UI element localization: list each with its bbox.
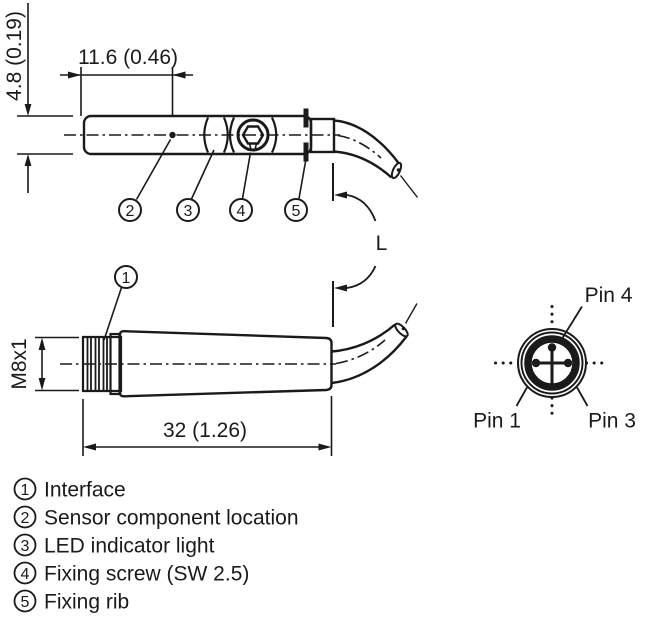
screw-slot-marks bbox=[248, 143, 258, 150]
callout-3-num: 3 bbox=[184, 203, 193, 220]
length-dim-label: 32 (1.26) bbox=[163, 419, 247, 442]
led-ring-arcs bbox=[203, 117, 229, 153]
arrowhead-32-right bbox=[318, 443, 332, 451]
pin-3-label: Pin 3 bbox=[588, 410, 636, 433]
arrowhead-upper-l bbox=[334, 191, 347, 199]
pin-4-label: Pin 4 bbox=[585, 284, 633, 307]
dim-length: 32 (1.26) bbox=[82, 396, 333, 456]
legend-num-1: 1 bbox=[21, 482, 30, 499]
legend-item-4: 4 Fixing screw (SW 2.5) bbox=[13, 561, 249, 586]
legend: 1 Interface 2 Sensor component location … bbox=[13, 477, 299, 614]
pin-4-dot bbox=[547, 343, 557, 352]
cable-break-leader-bottom bbox=[404, 303, 418, 324]
callout-3: 3 bbox=[176, 198, 200, 222]
cable-break-leader-top bbox=[399, 175, 419, 198]
cable-centerline-bottom bbox=[335, 339, 386, 365]
legend-label-3: LED indicator light bbox=[44, 535, 215, 558]
callout-1-leader bbox=[103, 287, 123, 341]
thread-dim-label: M8x1 bbox=[8, 338, 31, 389]
arrowhead-left bbox=[172, 71, 186, 79]
legend-item-2: 2 Sensor component location bbox=[13, 505, 299, 530]
cable-top-view bbox=[333, 119, 400, 179]
arrowhead-up bbox=[24, 154, 32, 166]
cable-centerline-top bbox=[337, 134, 382, 159]
arrowhead-lower-l bbox=[334, 284, 347, 292]
callout-4-num: 4 bbox=[237, 203, 246, 220]
sensor-element-dot bbox=[169, 131, 176, 139]
arrowhead-32-left bbox=[83, 443, 96, 451]
pin-1-label: Pin 1 bbox=[473, 410, 521, 433]
arrowhead-right bbox=[68, 71, 81, 79]
callout-2-num: 2 bbox=[126, 203, 135, 220]
callout-leaders-top bbox=[135, 139, 308, 200]
dim-height: 4.8 (0.19) bbox=[3, 3, 73, 193]
fixing-screw-hex bbox=[241, 125, 265, 145]
dim-height-label: 4.8 (0.19) bbox=[3, 11, 26, 101]
callout-1-num: 1 bbox=[122, 270, 131, 287]
pinout-middle-circle bbox=[520, 331, 584, 395]
pinout-diagram: Pin 4 Pin 1 Pin 3 bbox=[473, 284, 636, 433]
cable-cut-end-bottom bbox=[394, 322, 409, 338]
screw-band-arcs bbox=[228, 117, 278, 153]
callout-1: 1 bbox=[114, 265, 138, 289]
callout-5-num: 5 bbox=[292, 203, 301, 220]
callout-5: 5 bbox=[284, 198, 308, 222]
arrowhead-m8-up bbox=[38, 337, 46, 350]
arrowhead-down bbox=[24, 104, 32, 116]
cable-cut-end-top bbox=[390, 161, 403, 180]
legend-num-4: 4 bbox=[21, 566, 30, 583]
bottom-view: 1 M8x1 32 (1.26) bbox=[8, 265, 418, 456]
pin-3-dot bbox=[563, 358, 573, 368]
legend-num-2: 2 bbox=[21, 510, 30, 527]
cable-length-dim: L bbox=[332, 163, 388, 327]
cable-bottom-view bbox=[331, 323, 408, 385]
legend-item-1: 1 Interface bbox=[13, 477, 126, 502]
legend-item-5: 5 Fixing rib bbox=[13, 589, 129, 614]
legend-label-5: Fixing rib bbox=[44, 591, 129, 614]
dim-width-label: 11.6 (0.46) bbox=[78, 46, 178, 69]
cable-length-label: L bbox=[376, 232, 388, 255]
cable-wire-dot-top bbox=[396, 168, 401, 172]
pinout-thick-ring bbox=[524, 335, 580, 391]
legend-label-4: Fixing screw (SW 2.5) bbox=[44, 563, 249, 586]
fixing-screw-circle bbox=[236, 118, 270, 152]
cable-boot-top-view bbox=[309, 117, 336, 154]
arrowhead-m8-down bbox=[38, 378, 46, 391]
dim-thread: M8x1 bbox=[8, 336, 79, 392]
legend-label-2: Sensor component location bbox=[44, 507, 299, 530]
pinout-cross bbox=[536, 347, 568, 385]
callout-2: 2 bbox=[118, 198, 142, 222]
connector-grip bbox=[118, 329, 333, 398]
legend-num-5: 5 bbox=[21, 594, 30, 611]
legend-item-3: 3 LED indicator light bbox=[13, 533, 215, 558]
legend-label-1: Interface bbox=[44, 479, 126, 502]
pin-label-leaders bbox=[515, 306, 589, 407]
legend-num-3: 3 bbox=[21, 538, 30, 555]
cable-wire-dot-bottom bbox=[401, 326, 406, 331]
dim-width: 11.6 (0.46) bbox=[60, 46, 193, 116]
pin-1-dot bbox=[531, 358, 541, 368]
top-view: 4.8 (0.19) 11.6 (0.46) bbox=[3, 3, 419, 222]
callout-4: 4 bbox=[229, 198, 253, 222]
